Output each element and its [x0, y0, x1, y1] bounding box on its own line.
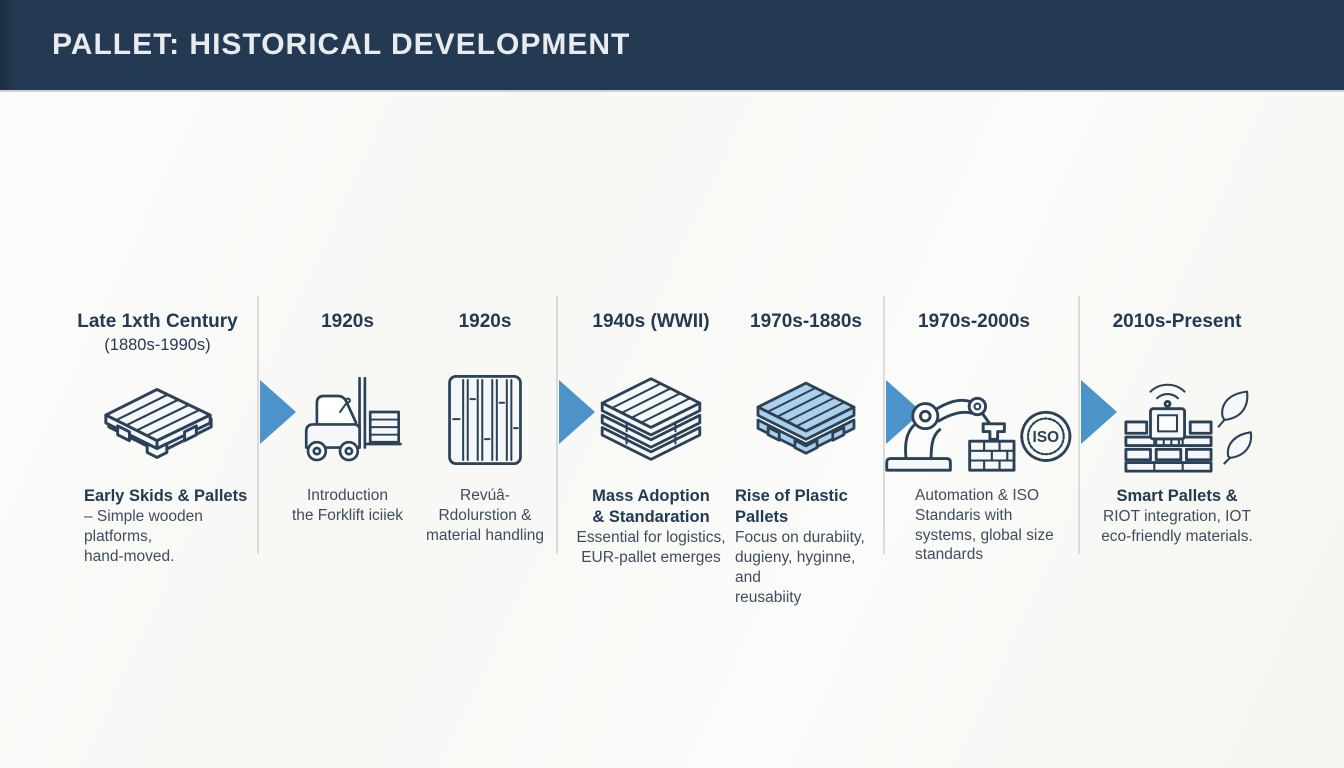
stage-line: Standaris with: [915, 506, 1013, 524]
timeline-stage-pallet-top: 1920s Revúâ- Rdolurstion &: [410, 310, 560, 545]
timeline-stage-smart-pallets: 2010s-Present: [1082, 310, 1272, 547]
stage-description: Mass Adoption & Standaration Essential f…: [576, 486, 725, 568]
stage-line: Automation & ISO: [915, 487, 1040, 504]
stage-line: Focus on durabiity,: [735, 529, 865, 547]
timeline-stage-mass-adoption: 1940s (WWII) Mass Adoption & Standaratio…: [565, 310, 737, 568]
stage-line: eco-friendly materials.: [1101, 527, 1253, 545]
timeline-stage-plastic-pallets: 1970s-1880s Rise of Plastic Pallets Focu…: [730, 310, 882, 608]
stage-line: reusabiity: [735, 588, 802, 606]
divider: [1078, 296, 1080, 554]
stage-line: dugieny, hyginne, and: [735, 549, 856, 586]
timeline-stage-automation-iso: 1970s-2000s: [885, 310, 1072, 565]
arrow-right-icon: [559, 380, 595, 444]
stage-line: EUR-pallet emerges: [581, 549, 721, 567]
page-title: PALLET: HISTORICAL DEVELOPMENT: [52, 28, 631, 61]
plastic-pallet-icon: [756, 381, 856, 455]
stage-period: 2010s-Present: [1112, 311, 1242, 332]
stage-icon-box: [1097, 364, 1257, 476]
stage-icon-box: [292, 364, 404, 476]
pallet-top-view-icon: [448, 375, 522, 465]
stage-line: standards: [915, 546, 984, 564]
stage-icon-box: [96, 364, 220, 476]
stage-description: Rise of Plastic Pallets Focus on durabii…: [730, 486, 882, 608]
arrow-right-icon: [260, 380, 296, 444]
stage-period: Late 1xth Century (1880s-1990s): [77, 310, 237, 364]
stage-icon-box: [590, 364, 712, 476]
stage-heading: Early Skids & Pallets: [84, 487, 248, 505]
robot-arm-iso-icon: ISO: [885, 396, 1072, 472]
stage-heading: Rise of Plastic Pallets: [735, 487, 848, 527]
stage-line: – Simple wooden platforms,: [84, 508, 203, 545]
divider: [883, 296, 885, 554]
stage-period: 1940s (WWII): [592, 311, 710, 332]
forklift-icon: [304, 376, 402, 462]
iso-stamp-label: ISO: [1033, 429, 1060, 446]
stage-heading: Smart Pallets &: [1116, 487, 1238, 505]
stage-line: hand-moved.: [84, 547, 175, 565]
stage-description: Revúâ- Rdolurstion & material handling: [426, 486, 544, 545]
stage-icon-box: [445, 364, 525, 476]
stage-description: Automation & ISO Standaris with systems,…: [888, 486, 1054, 565]
stage-period-main: Late 1xth Century: [77, 311, 238, 332]
divider: [257, 296, 259, 554]
stage-period-sub: (1880s-1990s): [104, 335, 211, 354]
stage-line: the Forklift iciiek: [291, 506, 404, 524]
stage-line: RIOT integration, IOT: [1103, 508, 1251, 526]
arrow-right-icon: [1081, 380, 1117, 444]
stage-icon-box: ISO: [874, 364, 1074, 476]
stage-period: 1920s: [321, 311, 374, 332]
stacked-pallets-icon: [600, 377, 702, 461]
stage-line: Rdolurstion &: [438, 506, 532, 524]
stage-description: Smart Pallets & RIOT integration, IOT ec…: [1101, 486, 1253, 547]
stage-line: material handling: [425, 526, 545, 544]
stage-line: Revúâ-: [460, 487, 510, 504]
header-bar: PALLET: HISTORICAL DEVELOPMENT: [0, 0, 1344, 92]
divider: [556, 296, 558, 554]
stage-description: Introduction the Forklift iciiek: [292, 486, 403, 526]
stage-period: 1920s: [458, 311, 512, 332]
stage-icon-box: [746, 364, 866, 476]
timeline-stage-forklift: 1920s Introduction the F: [260, 310, 435, 526]
stage-heading: Mass Adoption: [592, 487, 710, 505]
stage-line: Essential for logistics,: [576, 529, 726, 547]
timeline-stage-early-skids: Late 1xth Century (1880s-1990s) Early Sk…: [50, 310, 265, 567]
wooden-pallet-icon: [103, 388, 213, 459]
stage-heading: & Standaration: [592, 508, 710, 527]
stage-line: Introduction: [307, 487, 388, 504]
stage-period: 1970s-2000s: [918, 311, 1030, 332]
stage-description: Early Skids & Pallets – Simple wooden pl…: [50, 486, 265, 567]
stage-period: 1970s-1880s: [750, 311, 862, 332]
stage-line: systems, global size: [915, 526, 1054, 544]
smart-pallet-icon: [1124, 383, 1253, 473]
